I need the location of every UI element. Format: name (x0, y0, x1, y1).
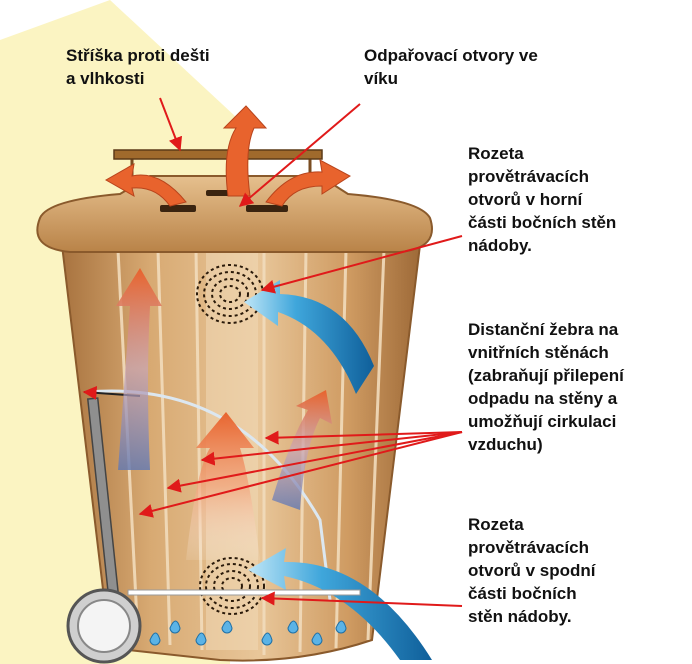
label-roof: Stříška proti dešti a vlhkosti (66, 44, 210, 90)
wheel (68, 590, 140, 662)
label-upper-vents: Rozeta provětrávacích otvorů v horní čás… (468, 142, 616, 257)
label-ribs: Distanční žebra na vnitřních stěnách (za… (468, 318, 624, 456)
label-lid-vents: Odpařovací otvory ve víku (364, 44, 538, 90)
label-lower-vents: Rozeta provětrávacích otvorů v spodní čá… (468, 513, 596, 628)
ground-grate (128, 590, 360, 595)
